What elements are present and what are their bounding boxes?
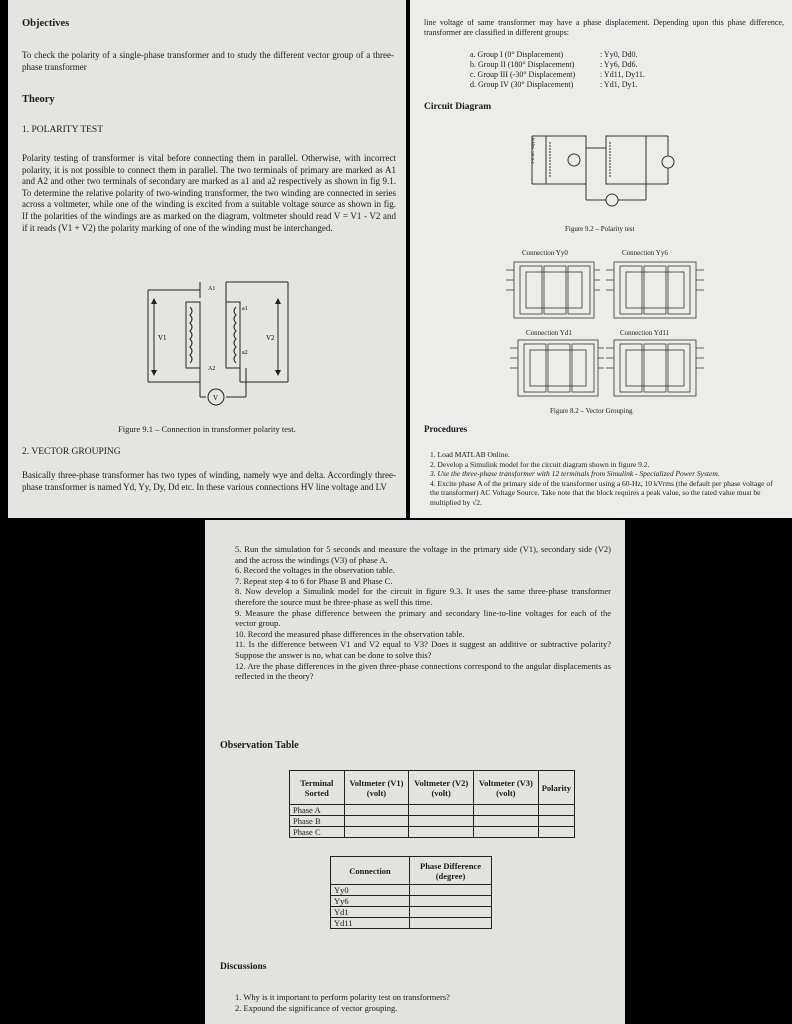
- table-header: Voltmeter (V3) (volt): [473, 770, 539, 805]
- group-list: a. Group I (0° Displacement): Yy0, Dd0. …: [470, 50, 645, 90]
- step-item: 9. Measure the phase difference between …: [235, 607, 611, 629]
- step-item: 6. Record the voltages in the observatio…: [235, 565, 395, 576]
- discussion-item: 2. Expound the significance of vector gr…: [235, 1002, 398, 1013]
- polarity-text: Polarity testing of transformer is vital…: [22, 153, 396, 233]
- group-item: b. Group II (180° Displacement): Yy6, Dd…: [470, 60, 638, 69]
- fig-label-A1: A1: [208, 286, 215, 292]
- table-row: Yy6: [330, 895, 492, 907]
- procedure-item: 2. Develop a Simulink model for the circ…: [430, 459, 650, 469]
- step-item: 10. Record the measured phase difference…: [235, 628, 465, 639]
- row-label: Phase A: [289, 804, 345, 816]
- table-row: Phase C: [289, 826, 576, 838]
- row-label: Yy6: [330, 895, 410, 907]
- conn-label-yd11: Connection Yd11: [620, 329, 670, 337]
- fig-label-a2: a2: [242, 350, 248, 356]
- objectives-text: To check the polarity of a single-phase …: [22, 50, 394, 72]
- procedures-list: 1. Load MATLAB Online. 2. Develop a Simu…: [430, 450, 782, 507]
- step-item: 12. Are the phase differences in the giv…: [235, 660, 611, 682]
- vector-text: Basically three-phase transformer has tw…: [22, 470, 396, 492]
- right-page: line voltage of same transformer may hav…: [410, 0, 792, 518]
- table-header: Connection: [330, 856, 410, 885]
- polarity-test-figure: A1 A2 a1 a2 V1 V2 V: [147, 281, 289, 406]
- table-row: Phase A: [289, 804, 576, 816]
- figure-9-1-caption: Figure 9.1 – Connection in transformer p…: [118, 424, 296, 434]
- ac-supply-label: 1 Φ AC Supply: [530, 137, 535, 164]
- steps-list: 5. Run the simulation for 5 seconds and …: [235, 544, 611, 682]
- objectives-title: Objectives: [22, 18, 70, 29]
- vector-heading: 2. VECTOR GROUPING: [22, 447, 121, 457]
- table-row: Yd1: [330, 906, 492, 918]
- bottom-page: 5. Run the simulation for 5 seconds and …: [205, 520, 625, 1024]
- procedures-title: Procedures: [424, 424, 468, 434]
- voltage-table: Terminal Sorted Voltmeter (V1) (volt) Vo…: [289, 770, 576, 838]
- figure-9-2-caption: Figure 9.2 – Polarity test: [565, 225, 635, 233]
- circuit-diagram-figure: 1 Φ AC Supply: [530, 135, 675, 207]
- table-header: Polarity: [537, 770, 576, 805]
- procedure-item: 3. Use the three-phase transformer with …: [430, 469, 720, 478]
- row-label: Yd1: [330, 906, 410, 918]
- table-header: Phase Difference (degree): [409, 856, 492, 885]
- fig-label-V1: V1: [158, 334, 167, 342]
- fig-label-a1: a1: [242, 306, 248, 312]
- row-label: Phase B: [289, 815, 345, 827]
- vector-grouping-figure: [506, 261, 704, 397]
- polarity-heading: 1. POLARITY TEST: [22, 125, 104, 135]
- step-item: 5. Run the simulation for 5 seconds and …: [235, 544, 611, 565]
- procedure-item: 1. Load MATLAB Online.: [430, 450, 510, 459]
- table-row: Phase B: [289, 815, 576, 827]
- theory-title: Theory: [22, 94, 55, 105]
- table-header: Voltmeter (V1) (volt): [343, 770, 410, 805]
- row-label: Phase C: [289, 826, 345, 838]
- row-label: Yy0: [330, 884, 410, 896]
- table-header: Terminal Sorted: [289, 770, 345, 805]
- group-item: d. Group IV (30° Displacement): Yd1, Dy1…: [470, 80, 638, 89]
- step-item: 11. Is the difference between V1 and V2 …: [235, 639, 611, 660]
- group-item: a. Group I (0° Displacement): Yy0, Dd0.: [470, 50, 638, 59]
- fig-label-V2: V2: [266, 334, 275, 342]
- conn-label-yy6: Connection Yy6: [622, 249, 668, 257]
- fig-label-V: V: [213, 394, 218, 402]
- discussions-list: 1. Why is it important to perform polari…: [235, 992, 450, 1013]
- figure-8-2-caption: Figure 8.2 – Vector Grouping: [550, 407, 633, 415]
- procedure-item: 4. Excite phase A of the primary side of…: [430, 478, 773, 507]
- step-item: 7. Repeat step 4 to 6 for Phase B and Ph…: [235, 575, 393, 586]
- conn-label-yd1: Connection Yd1: [526, 329, 572, 337]
- table-row: Yy0: [330, 884, 492, 896]
- group-item: c. Group III (-30° Displacement): Yd11, …: [470, 70, 645, 79]
- fig-label-A2: A2: [208, 366, 215, 372]
- discussions-title: Discussions: [220, 962, 267, 972]
- observation-table-title: Observation Table: [220, 740, 299, 751]
- phase-difference-table: Connection Phase Difference (degree) Yy0…: [330, 856, 492, 929]
- table-header: Voltmeter (V2) (volt): [408, 770, 474, 805]
- circuit-title: Circuit Diagram: [424, 102, 492, 112]
- left-page: Objectives To check the polarity of a si…: [8, 0, 406, 518]
- step-item: 8. Now develop a Simulink model for the …: [235, 586, 611, 607]
- row-label: Yd11: [330, 917, 410, 929]
- conn-label-yy0: Connection Yy0: [522, 249, 568, 257]
- table-row: Yd11: [330, 917, 492, 929]
- intro-text: line voltage of same transformer may hav…: [424, 18, 784, 37]
- discussion-item: 1. Why is it important to perform polari…: [235, 992, 450, 1002]
